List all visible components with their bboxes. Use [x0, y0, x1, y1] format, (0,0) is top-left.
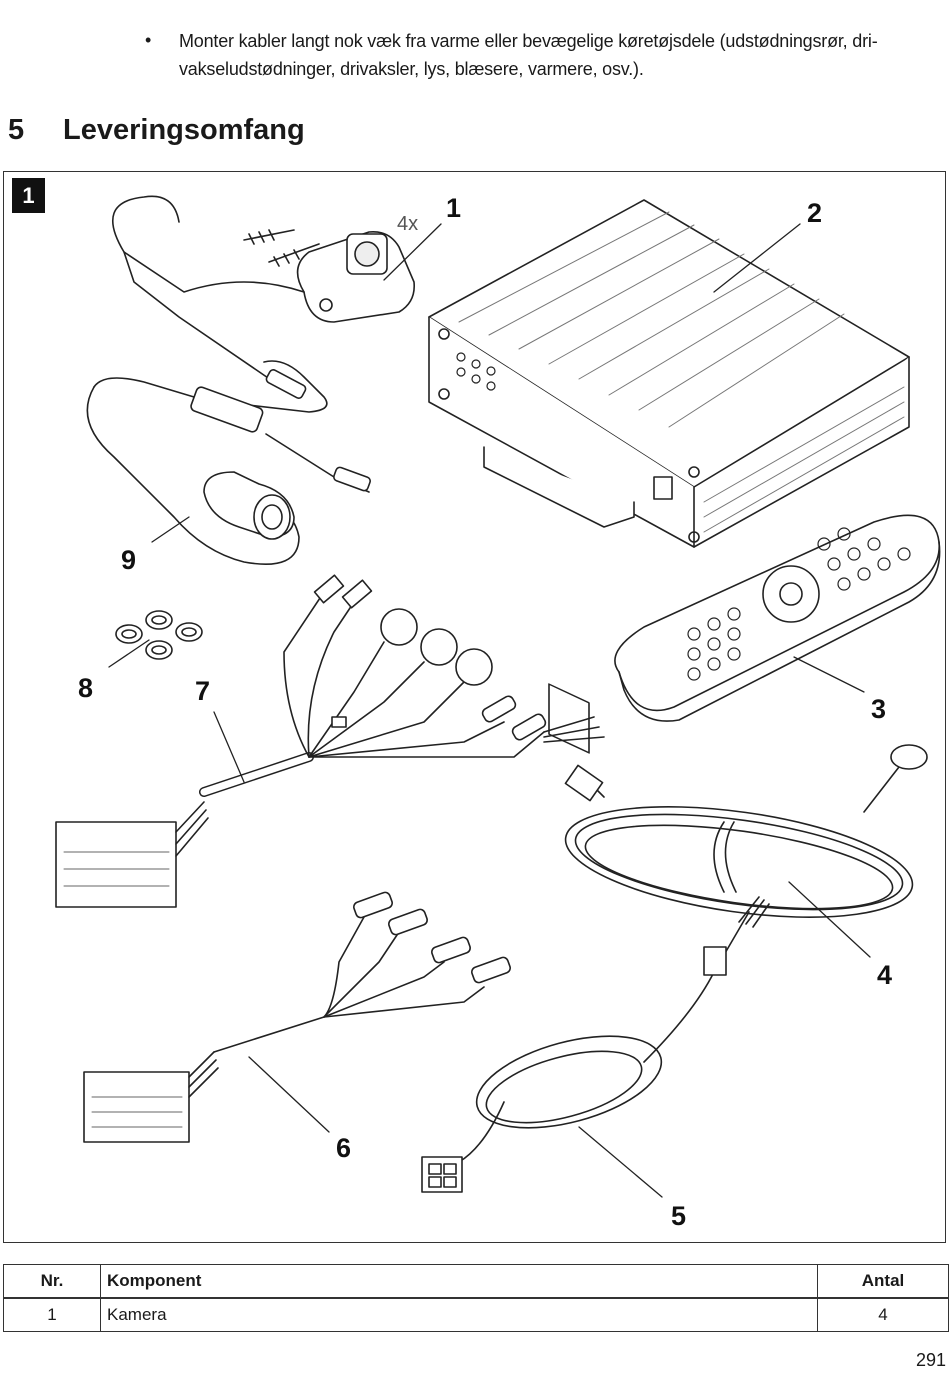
header-component: Komponent [100, 1264, 818, 1299]
o-rings-illustration [115, 610, 203, 660]
quantity-note: 4x [397, 213, 418, 235]
sensor-cable-illustration [564, 744, 928, 918]
main-harness-illustration [55, 574, 605, 908]
callout-6: 6 [336, 1133, 351, 1163]
extension-cable-illustration [86, 377, 371, 566]
callout-2: 2 [807, 198, 822, 228]
header-nr: Nr. [3, 1264, 101, 1299]
bullet-text: Monter kabler langt nok væk fra varme el… [179, 31, 878, 79]
page-number: 291 [915, 1350, 946, 1370]
cell-component: Kamera [100, 1297, 818, 1332]
rca-harness-illustration [83, 891, 511, 1143]
remote-control-illustration [614, 514, 941, 722]
figure-badge: 1 [12, 178, 45, 213]
leader-lines [108, 223, 871, 1198]
section-title: Leveringsomfang [63, 114, 305, 146]
parts-table: Nr. Komponent Antal 1 Kamera 4 [3, 1264, 949, 1332]
cell-nr: 1 [3, 1297, 101, 1332]
callout-9: 9 [121, 545, 136, 575]
table-row: 1 Kamera 4 [3, 1297, 949, 1332]
callout-8: 8 [78, 673, 93, 703]
camera-illustration [112, 195, 416, 413]
header-quantity: Antal [817, 1264, 949, 1299]
parts-illustration: 4x 1 2 3 4 5 6 7 8 9 [55, 193, 941, 1231]
delivery-scope-figure: 1 [3, 171, 946, 1243]
power-cable-illustration [421, 896, 770, 1193]
cell-quantity: 4 [817, 1297, 949, 1332]
table-header-row: Nr. Komponent Antal [3, 1264, 949, 1299]
control-box-illustration [428, 199, 910, 754]
callout-3: 3 [871, 694, 886, 724]
section-number: 5 [8, 114, 25, 146]
callout-5: 5 [671, 1201, 686, 1231]
callout-7: 7 [195, 676, 210, 706]
bullet-marker: • [145, 30, 152, 50]
callout-1: 1 [446, 193, 461, 223]
callout-4: 4 [877, 960, 892, 990]
